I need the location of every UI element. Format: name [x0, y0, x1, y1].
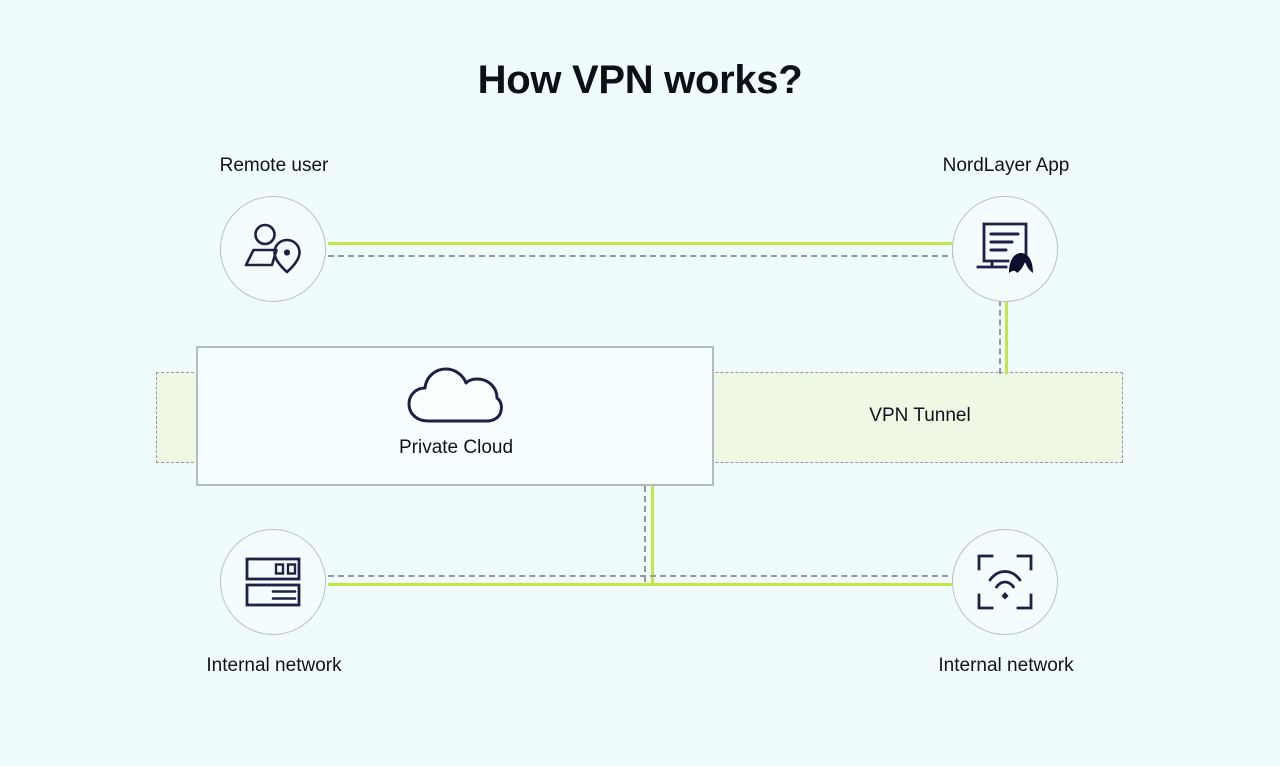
cloud-icon [406, 366, 504, 428]
node-internal-network-right[interactable] [952, 529, 1058, 635]
user-location-icon [244, 222, 302, 276]
node-nordlayer-app[interactable] [952, 196, 1058, 302]
app-window-nordlayer-icon [976, 221, 1034, 277]
internal-network-left-label: Internal network [206, 655, 342, 676]
connector-internal-networks-dashed [328, 575, 958, 577]
vpn-tunnel-label: VPN Tunnel [869, 405, 971, 426]
wifi-scan-icon [977, 554, 1033, 610]
connector-remote-user-to-app-green [328, 242, 958, 245]
connector-app-to-tunnel-green [1005, 300, 1008, 374]
nordlayer-app-label: NordLayer App [942, 155, 1070, 176]
node-remote-user[interactable] [220, 196, 326, 302]
internal-network-right-label: Internal network [938, 655, 1074, 676]
connector-cloud-to-internal-dashed [644, 486, 646, 582]
remote-user-label: Remote user [219, 155, 329, 176]
page-title: How VPN works? [477, 58, 803, 102]
connector-app-to-tunnel-dashed [999, 300, 1001, 374]
connector-cloud-to-internal-green [651, 486, 654, 584]
private-cloud-label: Private Cloud [398, 437, 514, 458]
connector-remote-user-to-app-dashed [328, 255, 958, 257]
server-rack-icon [245, 557, 301, 607]
node-internal-network-left[interactable] [220, 529, 326, 635]
connector-internal-networks-green [328, 583, 958, 586]
